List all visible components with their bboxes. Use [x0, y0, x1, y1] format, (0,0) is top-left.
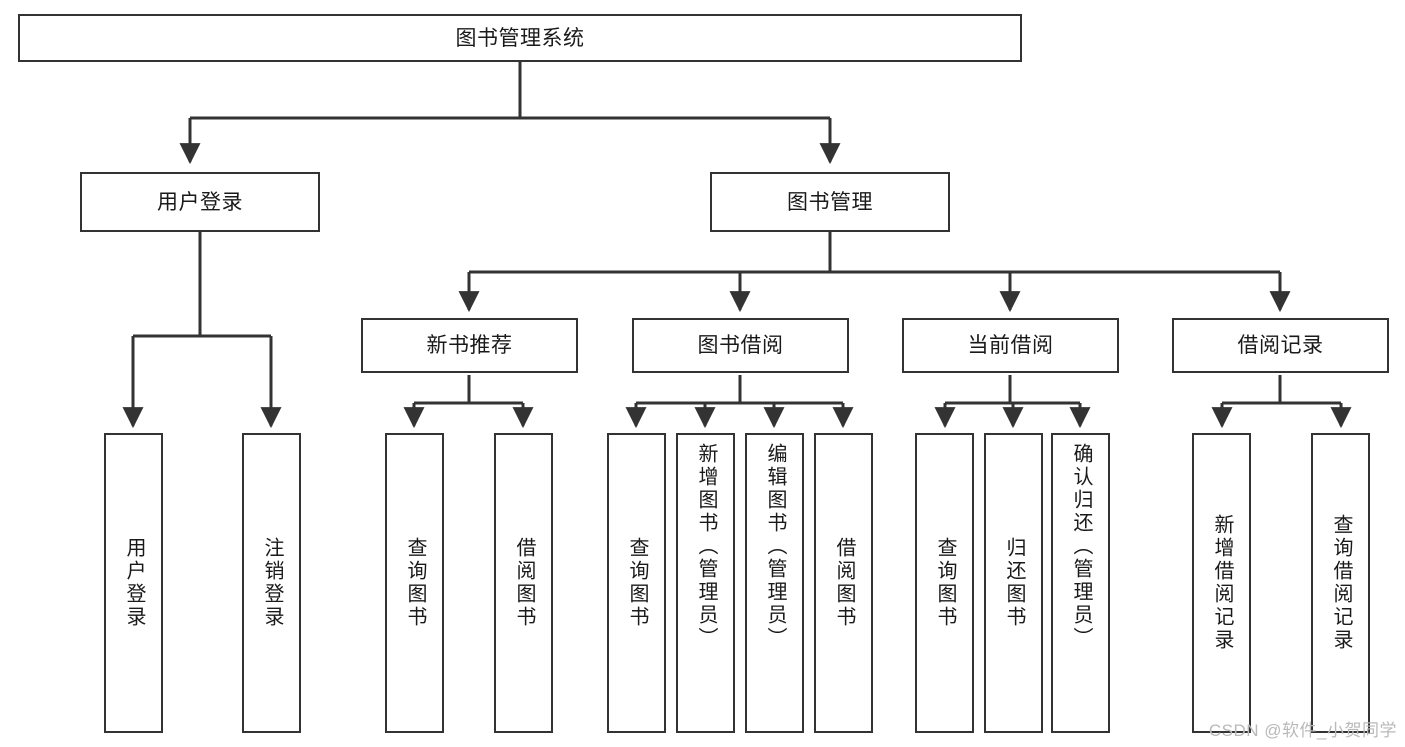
node-leaf-confirm-return[interactable]: 确认归还（管理员） [1051, 433, 1110, 733]
node-leaf-borrow-book-1[interactable]: 借阅图书 [494, 433, 553, 733]
node-leaf-query-book-2-label: 查询图书 [626, 537, 648, 629]
node-book-borrow[interactable]: 图书借阅 [632, 318, 849, 373]
node-leaf-add-record[interactable]: 新增借阅记录 [1192, 433, 1251, 733]
node-leaf-query-record-label: 查询借阅记录 [1330, 514, 1352, 652]
node-book-manage-label: 图书管理 [787, 190, 873, 214]
node-leaf-confirm-return-label: 确认归还（管理员） [1070, 443, 1092, 650]
watermark-text: CSDN @软件_小贺同学 [1208, 721, 1397, 740]
node-leaf-logout-label: 注销登录 [261, 537, 283, 629]
node-leaf-query-record[interactable]: 查询借阅记录 [1311, 433, 1370, 733]
node-current-borrow[interactable]: 当前借阅 [902, 318, 1119, 373]
node-current-borrow-label: 当前借阅 [967, 334, 1054, 357]
node-borrow-record[interactable]: 借阅记录 [1172, 318, 1389, 373]
node-leaf-add-book-label: 新增图书（管理员） [695, 443, 717, 650]
node-root-label: 图书管理系统 [455, 26, 585, 50]
node-book-borrow-label: 图书借阅 [697, 334, 784, 357]
node-book-manage[interactable]: 图书管理 [710, 172, 950, 232]
node-root[interactable]: 图书管理系统 [18, 14, 1022, 62]
node-leaf-return-book-label: 归还图书 [1003, 537, 1025, 629]
node-leaf-query-book-3-label: 查询图书 [934, 537, 956, 629]
node-new-book-rec-label: 新书推荐 [426, 334, 513, 357]
node-leaf-query-book-2[interactable]: 查询图书 [607, 433, 666, 733]
node-leaf-query-book-3[interactable]: 查询图书 [915, 433, 974, 733]
node-leaf-edit-book[interactable]: 编辑图书（管理员） [745, 433, 804, 733]
node-leaf-add-book[interactable]: 新增图书（管理员） [676, 433, 735, 733]
node-leaf-add-record-label: 新增借阅记录 [1211, 514, 1233, 652]
node-new-book-rec[interactable]: 新书推荐 [361, 318, 578, 373]
node-user-login-label: 用户登录 [157, 190, 243, 214]
node-leaf-user-login-label: 用户登录 [123, 537, 145, 629]
node-leaf-return-book[interactable]: 归还图书 [984, 433, 1043, 733]
node-leaf-borrow-book-1-label: 借阅图书 [513, 537, 535, 629]
node-borrow-record-label: 借阅记录 [1237, 334, 1324, 357]
node-leaf-borrow-book-2[interactable]: 借阅图书 [814, 433, 873, 733]
node-leaf-logout[interactable]: 注销登录 [242, 433, 301, 733]
node-leaf-edit-book-label: 编辑图书（管理员） [764, 443, 786, 650]
node-leaf-query-book-1[interactable]: 查询图书 [385, 433, 444, 733]
node-leaf-user-login[interactable]: 用户登录 [104, 433, 163, 733]
node-user-login[interactable]: 用户登录 [80, 172, 320, 232]
node-leaf-borrow-book-2-label: 借阅图书 [833, 537, 855, 629]
node-leaf-query-book-1-label: 查询图书 [404, 537, 426, 629]
